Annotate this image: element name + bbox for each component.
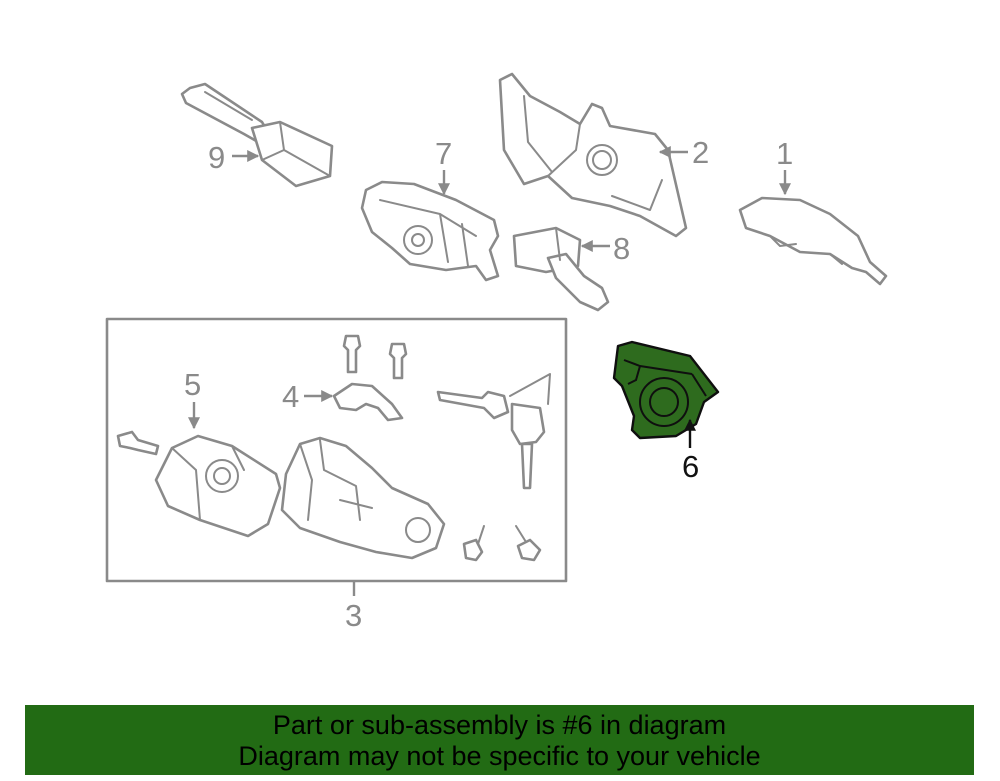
callout-3-label: 3 xyxy=(345,598,362,633)
part-3-ignition-lock-kit[interactable] xyxy=(105,317,568,583)
banner-line-1: Part or sub-assembly is #6 in diagram xyxy=(272,710,727,740)
callout-6-label: 6 xyxy=(682,449,699,484)
callout-1-label: 1 xyxy=(776,136,793,171)
callout-2-label: 2 xyxy=(692,135,709,170)
callout-5: 5 xyxy=(184,367,201,430)
callout-8-label: 8 xyxy=(613,231,630,266)
callout-7-label: 7 xyxy=(435,136,452,171)
callout-8: 8 xyxy=(580,231,630,266)
part-6-highlighted-key-switch[interactable] xyxy=(612,340,720,440)
callout-2: 2 xyxy=(658,135,709,170)
callout-4: 4 xyxy=(282,379,334,414)
info-banner: Part or sub-assembly is #6 in diagram Di… xyxy=(25,705,974,775)
banner-line-2: Diagram may not be specific to your vehi… xyxy=(238,741,761,771)
part-7-combination-switch-body[interactable] xyxy=(360,180,500,282)
callout-5-label: 5 xyxy=(184,367,201,402)
part-1-lower-column-cover[interactable] xyxy=(738,196,888,286)
callout-4-label: 4 xyxy=(282,379,299,414)
part-8-turn-signal-switch[interactable] xyxy=(512,226,610,312)
callout-7: 7 xyxy=(435,136,452,196)
part-9-wiper-switch[interactable] xyxy=(180,82,334,188)
part-2-upper-column-cover[interactable] xyxy=(498,72,688,238)
callout-1: 1 xyxy=(776,136,793,196)
callout-9-label: 9 xyxy=(208,140,225,175)
callout-9: 9 xyxy=(208,140,260,175)
callout-6: 6 xyxy=(682,418,699,484)
callout-3: 3 xyxy=(345,581,362,633)
